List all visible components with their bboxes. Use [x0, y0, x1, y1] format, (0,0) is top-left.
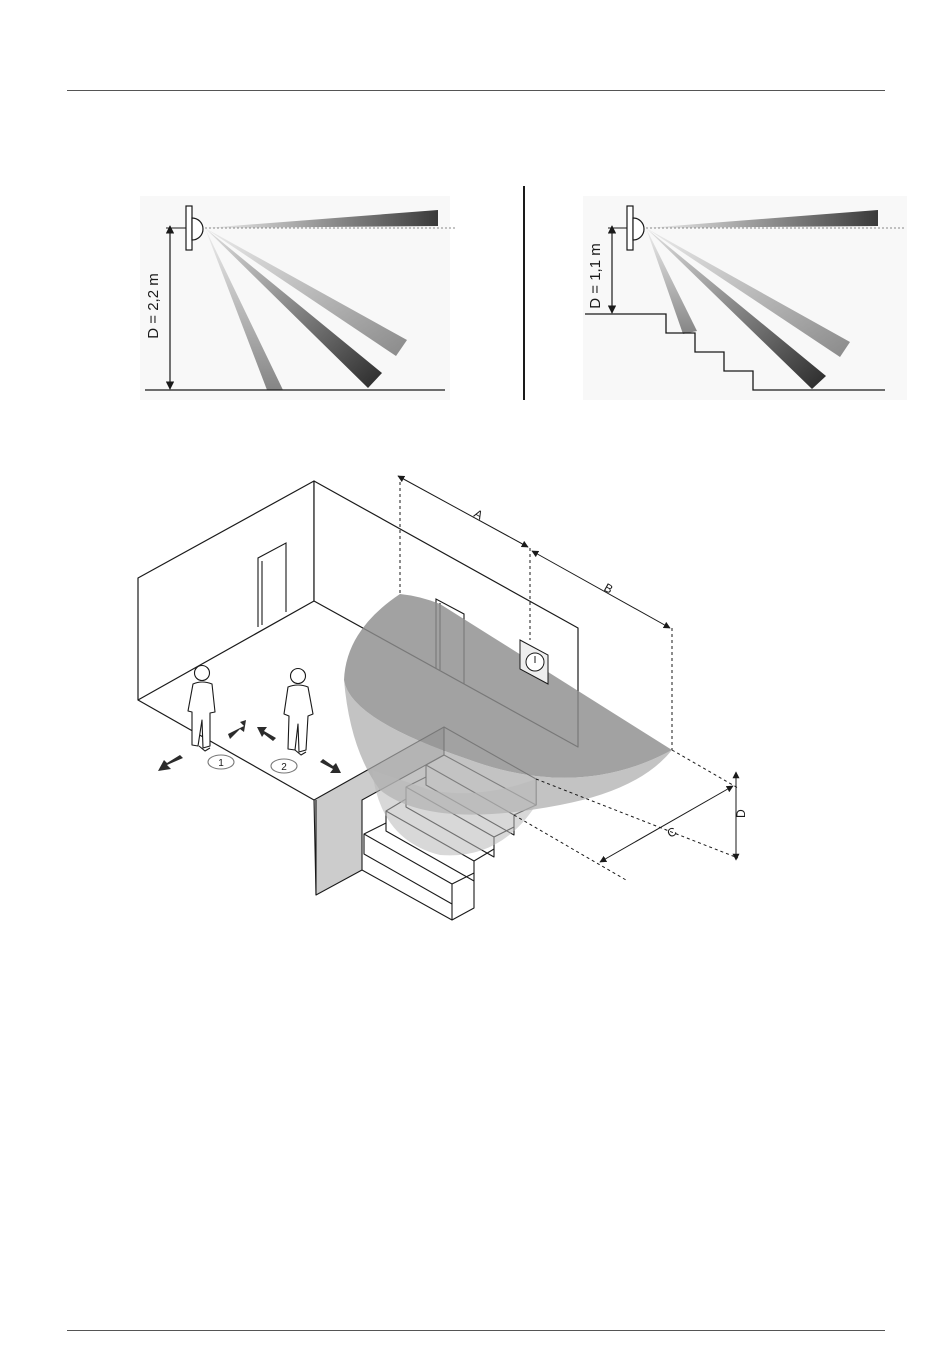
label-d: D: [734, 809, 748, 818]
marker-1-number: 1: [218, 758, 224, 769]
arrow-icon: [320, 759, 341, 773]
dimension-a: [398, 476, 528, 547]
marker-2-number: 2: [281, 762, 287, 773]
arrow-icon: [228, 720, 246, 739]
arrow-icon: [158, 755, 183, 771]
movement-arrows: [158, 720, 341, 773]
person-2-figure: [284, 669, 313, 756]
label-a: A: [472, 506, 486, 522]
left-wall: [138, 481, 314, 700]
dimension-c: [600, 786, 733, 862]
person-1-figure: [188, 666, 215, 752]
isometric-room-diagram: A B C D 1 2: [0, 0, 950, 950]
arrow-icon: [257, 727, 276, 741]
person-markers: 1 2: [208, 755, 297, 773]
label-c: C: [665, 824, 680, 841]
label-b: B: [602, 580, 616, 596]
footer-rule: [67, 1330, 885, 1331]
